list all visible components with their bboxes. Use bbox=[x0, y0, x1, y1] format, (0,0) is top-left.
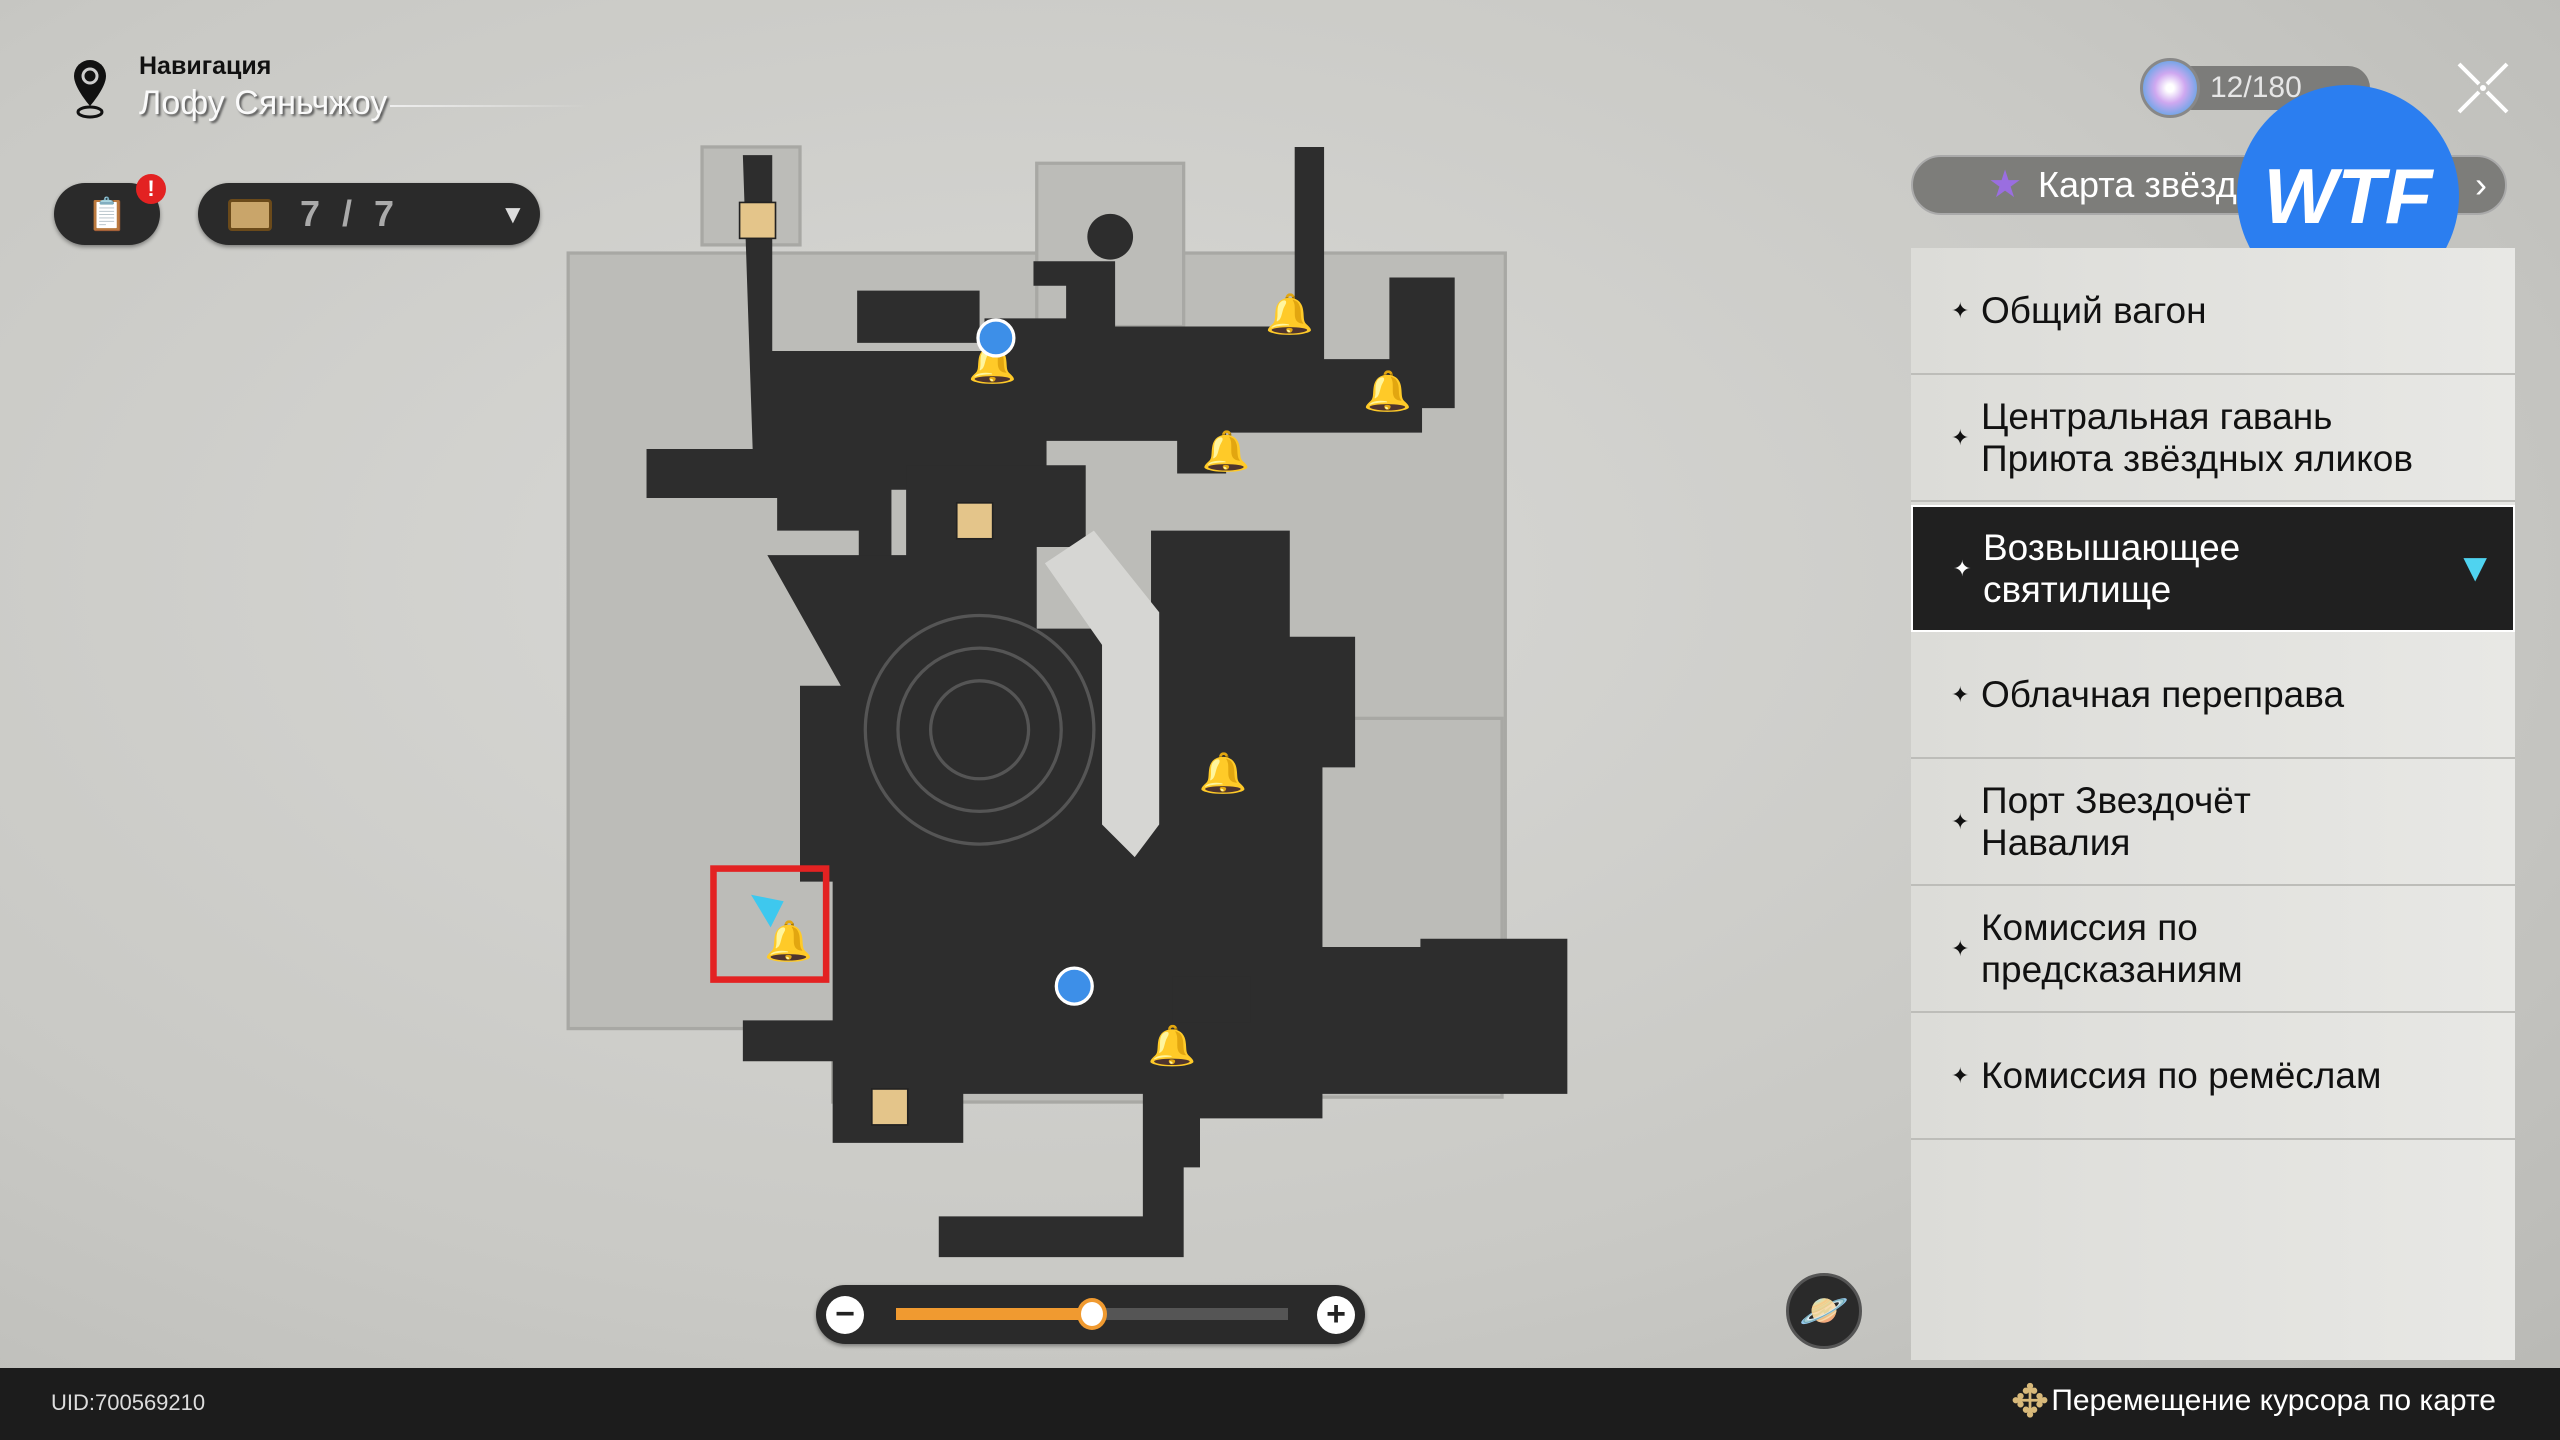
navigation-title: Навигация bbox=[139, 52, 272, 80]
compass-orb-icon bbox=[2140, 58, 2200, 118]
shop-marker[interactable]: 🔔 bbox=[1148, 1024, 1197, 1068]
zoom-slider[interactable] bbox=[896, 1298, 1288, 1330]
highlight-box bbox=[710, 865, 830, 983]
exit-marker[interactable] bbox=[871, 1088, 909, 1126]
area-item-exalting-sanctum[interactable]: ✦ Возвышающее святилище ▼ bbox=[1911, 505, 2515, 632]
shop-marker[interactable]: 🔔 bbox=[764, 920, 813, 964]
close-icon[interactable] bbox=[2455, 60, 2511, 116]
zoom-slider-knob[interactable] bbox=[1077, 1298, 1107, 1330]
svg-text:🔔: 🔔 bbox=[764, 920, 813, 964]
shop-marker[interactable]: 🔔 bbox=[1363, 369, 1412, 413]
area-item-central-harbor[interactable]: ✦ Центральная гавань Приюта звёздных ялик… bbox=[1911, 375, 2515, 502]
area-item-divination-commission[interactable]: ✦ Комиссия по предсказаниям bbox=[1911, 886, 2515, 1013]
sparkle-icon: ✦ bbox=[1951, 935, 1970, 961]
location-pin-icon bbox=[70, 58, 110, 120]
svg-text:🔔: 🔔 bbox=[1363, 369, 1412, 413]
footer-bar bbox=[0, 1368, 2560, 1440]
area-item-artisanship-commission[interactable]: ✦ Комиссия по ремёслам bbox=[1911, 1013, 2515, 1140]
player-arrow-icon bbox=[751, 894, 784, 928]
exit-marker[interactable] bbox=[738, 201, 777, 240]
chevron-down-icon: ▼ bbox=[500, 199, 526, 229]
area-label: Порт Звездочёт Навалия bbox=[1981, 779, 2251, 863]
chevron-right-icon: › bbox=[2475, 164, 2487, 205]
sparkle-icon: ✦ bbox=[1951, 1062, 1970, 1088]
divider bbox=[390, 105, 590, 107]
zoom-control: − + bbox=[816, 1285, 1365, 1344]
chest-icon bbox=[228, 199, 272, 231]
control-hint: Перемещение курсора по карте bbox=[2051, 1384, 2496, 1417]
area-label: Центральная гавань Приюта звёздных ялико… bbox=[1981, 395, 2414, 479]
svg-text:🔔: 🔔 bbox=[1148, 1024, 1197, 1068]
area-item-cloudford[interactable]: ✦ Облачная переправа bbox=[1911, 632, 2515, 759]
map-plaza bbox=[863, 613, 1096, 846]
zoom-out-button[interactable]: − bbox=[826, 1296, 864, 1334]
area-item-general-car[interactable]: ✦ Общий вагон bbox=[1911, 248, 2515, 375]
area-item-starskiff-haven[interactable]: ✦ Порт Звездочёт Навалия bbox=[1911, 759, 2515, 886]
planet-icon: 🪐 bbox=[1799, 1289, 1849, 1333]
chest-count: 7 / 7 bbox=[300, 193, 401, 234]
teleport-marker[interactable] bbox=[1054, 966, 1094, 1006]
area-label: Общий вагон bbox=[1981, 289, 2207, 331]
map-walkable-area bbox=[646, 146, 1568, 1258]
star-icon: ★ bbox=[1988, 164, 2023, 206]
teleport-marker[interactable] bbox=[976, 318, 1016, 358]
area-label: Возвышающее святилище bbox=[1983, 526, 2241, 610]
counter-value: 12/180 bbox=[2210, 71, 2302, 104]
sparkle-icon: ✦ bbox=[1951, 424, 1970, 450]
map-ramp bbox=[1044, 530, 1160, 858]
sparkle-icon: ✦ bbox=[1951, 681, 1970, 707]
star-map-label: Карта звёзд bbox=[2038, 164, 2237, 205]
svg-text:🔔: 🔔 bbox=[1198, 751, 1247, 795]
current-location-icon: ▼ bbox=[2455, 546, 2495, 590]
map-tower bbox=[1087, 213, 1134, 260]
zoom-slider-fill bbox=[896, 1308, 1092, 1320]
joystick-icon: ✥ bbox=[2010, 1375, 2050, 1427]
area-label: Комиссия по ремёслам bbox=[1981, 1054, 2382, 1096]
planet-button[interactable]: 🪐 bbox=[1786, 1273, 1862, 1349]
sparkle-icon: ✦ bbox=[1951, 808, 1970, 834]
area-label: Комиссия по предсказаниям bbox=[1981, 906, 2243, 990]
area-label: Облачная переправа bbox=[1981, 673, 2345, 715]
shop-marker[interactable]: 🔔 bbox=[1198, 751, 1247, 795]
sparkle-icon: ✦ bbox=[1953, 555, 1972, 581]
svg-text:🔔: 🔔 bbox=[1265, 293, 1314, 337]
clipboard-icon: 📋 bbox=[87, 196, 127, 232]
chest-dropdown[interactable]: ▼ bbox=[198, 183, 540, 245]
sparkle-icon: ✦ bbox=[1951, 297, 1970, 323]
svg-text:🔔: 🔔 bbox=[1202, 430, 1251, 474]
shop-marker[interactable]: 🔔 bbox=[1265, 293, 1314, 337]
shop-marker[interactable]: 🔔 bbox=[1202, 430, 1251, 474]
exit-marker[interactable] bbox=[955, 502, 994, 540]
location-name: Лофу Сяньчжоу bbox=[139, 84, 388, 122]
zoom-in-button[interactable]: + bbox=[1317, 1296, 1355, 1334]
uid-label: UID:700569210 bbox=[51, 1390, 206, 1415]
area-list: ✦ Общий вагон ✦ Центральная гавань Приюта … bbox=[1911, 248, 2515, 1360]
alert-badge: ! bbox=[136, 174, 166, 204]
